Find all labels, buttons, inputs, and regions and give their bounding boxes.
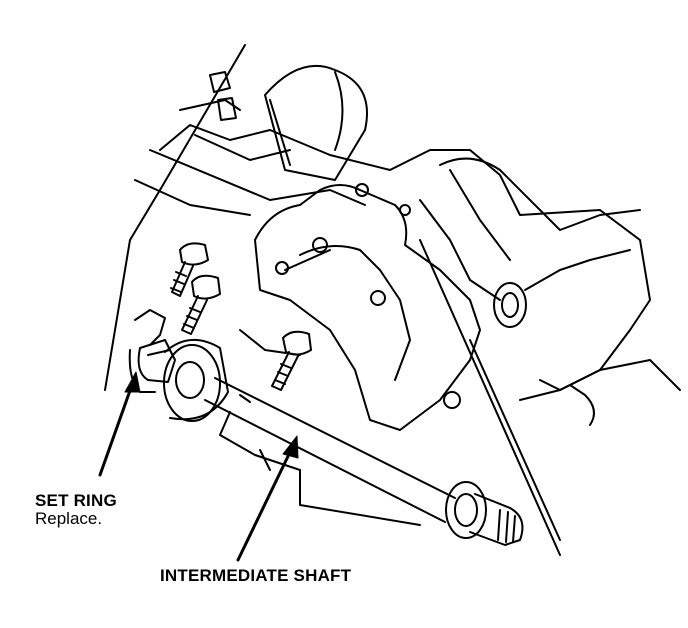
intermediate-shaft-arrow — [236, 435, 299, 562]
bolt-3 — [271, 330, 312, 391]
bolt-2 — [181, 274, 221, 335]
mounting-bolt-top — [209, 71, 237, 121]
set-ring-callout: SET RING Replace. — [35, 492, 117, 528]
intermediate-shaft-callout: INTERMEDIATE SHAFT — [160, 567, 351, 585]
transmission-side — [419, 157, 681, 556]
set-ring-label: SET RING — [35, 491, 117, 510]
center-bearing — [163, 339, 229, 422]
set-ring-note: Replace. — [35, 508, 103, 528]
bolt-1 — [170, 242, 209, 297]
set-ring-arrow — [98, 371, 141, 477]
oil-filter — [264, 64, 368, 181]
intermediate-shaft — [204, 377, 524, 546]
bearing-bracket — [254, 183, 481, 431]
intermediate-shaft-label: INTERMEDIATE SHAFT — [160, 566, 352, 585]
engine-block-outline — [104, 44, 651, 401]
